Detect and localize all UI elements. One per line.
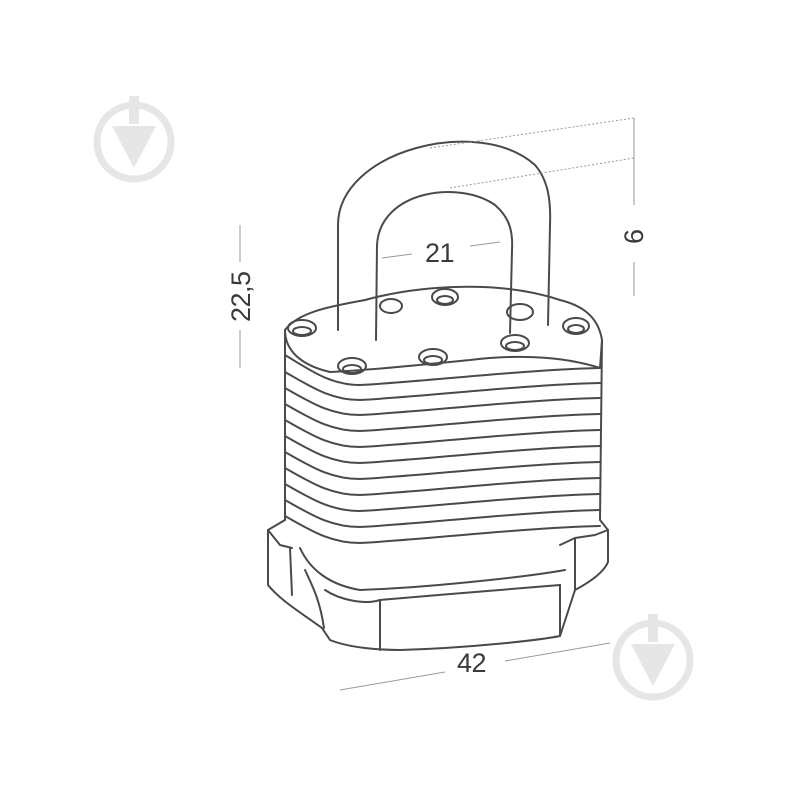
shackle-inner-width-label: 21 <box>425 238 454 268</box>
width-dim-line-right <box>504 642 611 662</box>
watermark-icon-top-left <box>93 96 175 183</box>
dimension-lines <box>239 117 635 691</box>
shackle <box>337 140 552 341</box>
width-dim-line-left <box>339 671 446 691</box>
diameter-extension-top <box>429 117 635 149</box>
shackle-width-dim-left <box>381 253 413 259</box>
shackle-diameter-label: 6 <box>619 229 649 244</box>
width-label: 42 <box>457 648 486 678</box>
rivet-holes <box>287 288 590 375</box>
shackle-width-dim-right <box>469 241 501 247</box>
padlock <box>267 140 609 651</box>
laminated-body <box>284 329 603 544</box>
bottom-cap <box>267 519 609 651</box>
shackle-height-label: 22,5 <box>226 271 256 322</box>
diameter-extension-bottom <box>449 157 635 189</box>
watermark-icon-bottom-right <box>612 614 694 701</box>
top-plate <box>284 285 603 373</box>
